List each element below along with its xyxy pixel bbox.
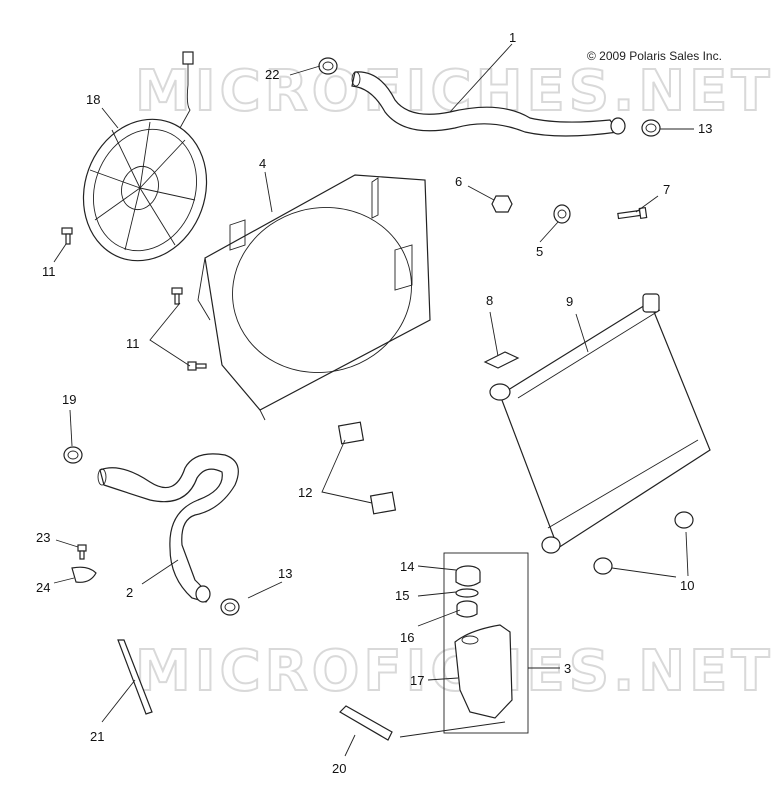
coolant-reservoir-17 [454, 624, 513, 719]
hose-clamp-13-upper [641, 119, 661, 137]
callout-12: 12 [298, 485, 312, 500]
callout-15: 15 [395, 588, 409, 603]
callout-23: 23 [36, 530, 50, 545]
reservoir-kit-outline [443, 552, 529, 734]
reservoir-cap-14 [455, 565, 481, 587]
screw-11-left [61, 227, 73, 245]
hose-clamp-22 [318, 57, 338, 75]
lower-radiator-hose [97, 453, 239, 603]
callout-9: 9 [566, 294, 573, 309]
callout-11-b: 11 [126, 336, 140, 351]
grommet-10-right [674, 511, 694, 529]
callout-14: 14 [400, 559, 414, 574]
callout-5: 5 [536, 244, 543, 259]
callout-8: 8 [486, 293, 493, 308]
copyright-notice: © 2009 Polaris Sales Inc. [587, 49, 722, 63]
callout-13-a: 13 [698, 121, 712, 136]
bracket-12-upper [337, 421, 365, 445]
callout-labels: 1 2 3 4 5 6 7 8 9 10 11 11 12 13 13 14 1… [36, 30, 712, 776]
leader-lines [53, 43, 694, 757]
bolt-7 [617, 206, 648, 220]
callout-4: 4 [259, 156, 266, 171]
grommet-10-left [593, 557, 613, 575]
callout-18: 18 [86, 92, 100, 107]
callout-20: 20 [332, 761, 346, 776]
screw-11-lower [187, 361, 207, 371]
screw-11-upper [171, 287, 183, 305]
callout-3: 3 [564, 661, 571, 676]
bolt-23 [77, 544, 87, 560]
clip-24 [71, 566, 97, 583]
hose-clamp-13-lower [220, 598, 240, 616]
callout-11-a: 11 [42, 264, 56, 279]
callout-24: 24 [36, 580, 50, 595]
filler-neck-16 [456, 600, 478, 618]
tube-20 [339, 705, 393, 741]
callout-17: 17 [410, 673, 424, 688]
nut-6 [491, 195, 513, 213]
fan-shroud [197, 174, 431, 421]
callout-22: 22 [265, 67, 279, 82]
upper-radiator-hose [351, 71, 626, 137]
o-ring-15 [455, 588, 479, 598]
callout-16: 16 [400, 630, 414, 645]
callout-19: 19 [62, 392, 76, 407]
callout-10: 10 [680, 578, 694, 593]
callout-21: 21 [90, 729, 104, 744]
callout-7: 7 [663, 182, 670, 197]
bracket-12-lower [369, 491, 397, 515]
callout-6: 6 [455, 174, 462, 189]
grommet-5 [553, 204, 571, 224]
overflow-tube-21 [117, 639, 153, 715]
callout-1: 1 [509, 30, 516, 45]
radiator-cap-seal-8 [483, 351, 520, 369]
callout-13-b: 13 [278, 566, 292, 581]
fan-assembly [82, 51, 208, 262]
radiator-9 [489, 293, 711, 554]
hose-clamp-19 [63, 446, 83, 464]
callout-2: 2 [126, 585, 133, 600]
watermark-bottom: MICROFICHES.NET [135, 639, 774, 704]
